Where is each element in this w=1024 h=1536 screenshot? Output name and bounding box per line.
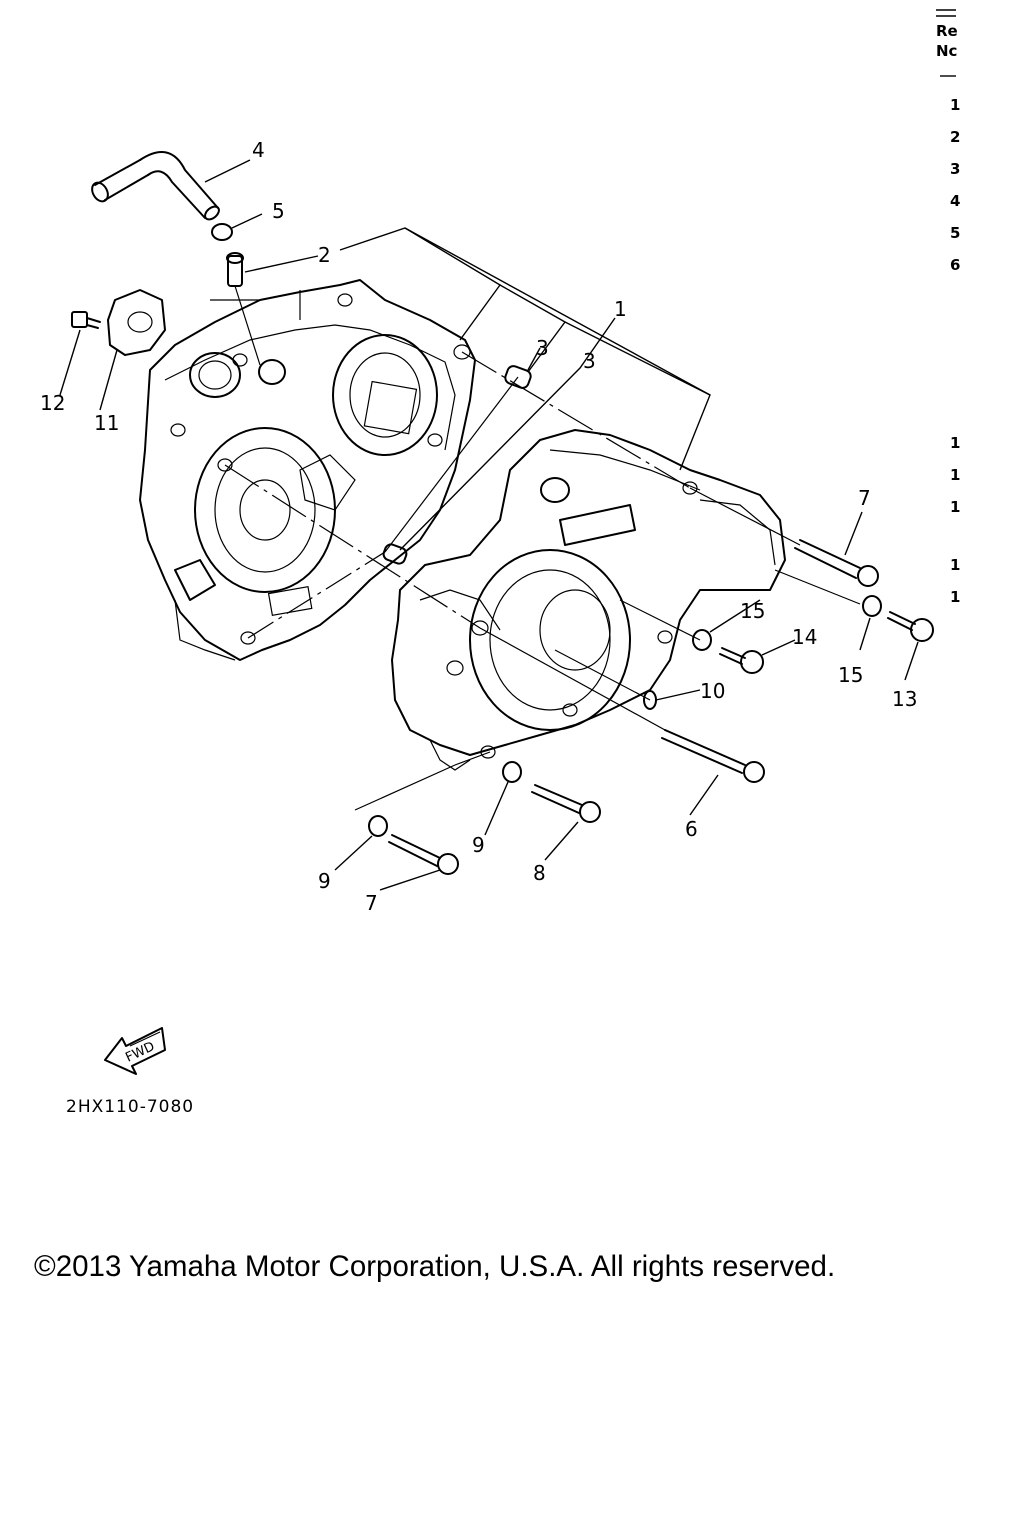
ref-number: 1 xyxy=(950,588,961,606)
callout-10: 10 xyxy=(700,679,725,703)
ref-number: 1 xyxy=(950,466,961,484)
callout-leaders xyxy=(59,159,919,891)
breather-fitting xyxy=(226,252,244,287)
callout-7-lower: 7 xyxy=(365,891,378,915)
callout-13: 13 xyxy=(892,687,917,711)
ref-number: 1 xyxy=(950,96,961,114)
diagram-code: 2HX110-7080 xyxy=(66,1097,195,1117)
callout-3b: 3 xyxy=(583,349,596,373)
callout-1: 1 xyxy=(614,297,627,321)
bolt-6 xyxy=(661,729,765,783)
ref-number: 2 xyxy=(950,128,961,146)
callout-12: 12 xyxy=(40,391,65,415)
callout-6: 6 xyxy=(685,817,698,841)
washer-15-left xyxy=(692,629,712,651)
callout-4: 4 xyxy=(252,138,265,162)
alignment-lines xyxy=(224,285,861,811)
ref-number: 1 xyxy=(950,434,961,452)
callout-9-left: 9 xyxy=(318,869,331,893)
ref-header-2: Nc xyxy=(936,42,958,60)
callout-8: 8 xyxy=(533,861,546,885)
breather-hose xyxy=(91,151,220,221)
fwd-arrow-icon: FWD xyxy=(104,1027,166,1075)
copyright-notice: ©2013 Yamaha Motor Corporation, U.S.A. A… xyxy=(34,1250,836,1283)
bolt-8 xyxy=(531,784,601,823)
bolt-12 xyxy=(71,311,101,329)
cover-plate xyxy=(107,289,166,356)
callout-11: 11 xyxy=(94,411,119,435)
ref-number: 1 xyxy=(950,498,961,516)
washer-15-right xyxy=(862,595,882,617)
hose-clip xyxy=(211,223,233,241)
reference-number-column: Re Nc 1 2 3 4 5 6 1 1 1 1 1 xyxy=(936,4,976,664)
callout-14: 14 xyxy=(792,625,817,649)
bolt-7-lower xyxy=(388,834,459,875)
ref-number: 5 xyxy=(950,224,961,242)
bolt-14 xyxy=(719,647,764,674)
ref-number: 1 xyxy=(950,556,961,574)
callout-9-right: 9 xyxy=(472,833,485,857)
washer-9-right xyxy=(502,761,522,783)
callout-2: 2 xyxy=(318,243,331,267)
left-crankcase-half xyxy=(139,279,476,661)
ref-number: 6 xyxy=(950,256,961,274)
right-crankcase-half xyxy=(391,429,786,771)
dowel-pin xyxy=(382,365,532,565)
washer-9-left xyxy=(368,815,388,837)
callout-5: 5 xyxy=(272,199,285,223)
callout-7-upper: 7 xyxy=(858,486,871,510)
callout-numbers: 1 2 3 3 4 5 6 7 7 8 9 9 10 11 12 13 14 1… xyxy=(40,138,917,915)
ref-number: 3 xyxy=(950,160,961,178)
ref-number: 4 xyxy=(950,192,961,210)
callout-15-upper: 15 xyxy=(740,599,765,623)
bolt-7-upper xyxy=(794,539,879,587)
bolt-13 xyxy=(887,611,934,642)
ref-header-1: Re xyxy=(936,22,958,40)
callout-3a: 3 xyxy=(536,336,549,360)
callout-15-lower: 15 xyxy=(838,663,863,687)
header-mark xyxy=(936,9,956,77)
